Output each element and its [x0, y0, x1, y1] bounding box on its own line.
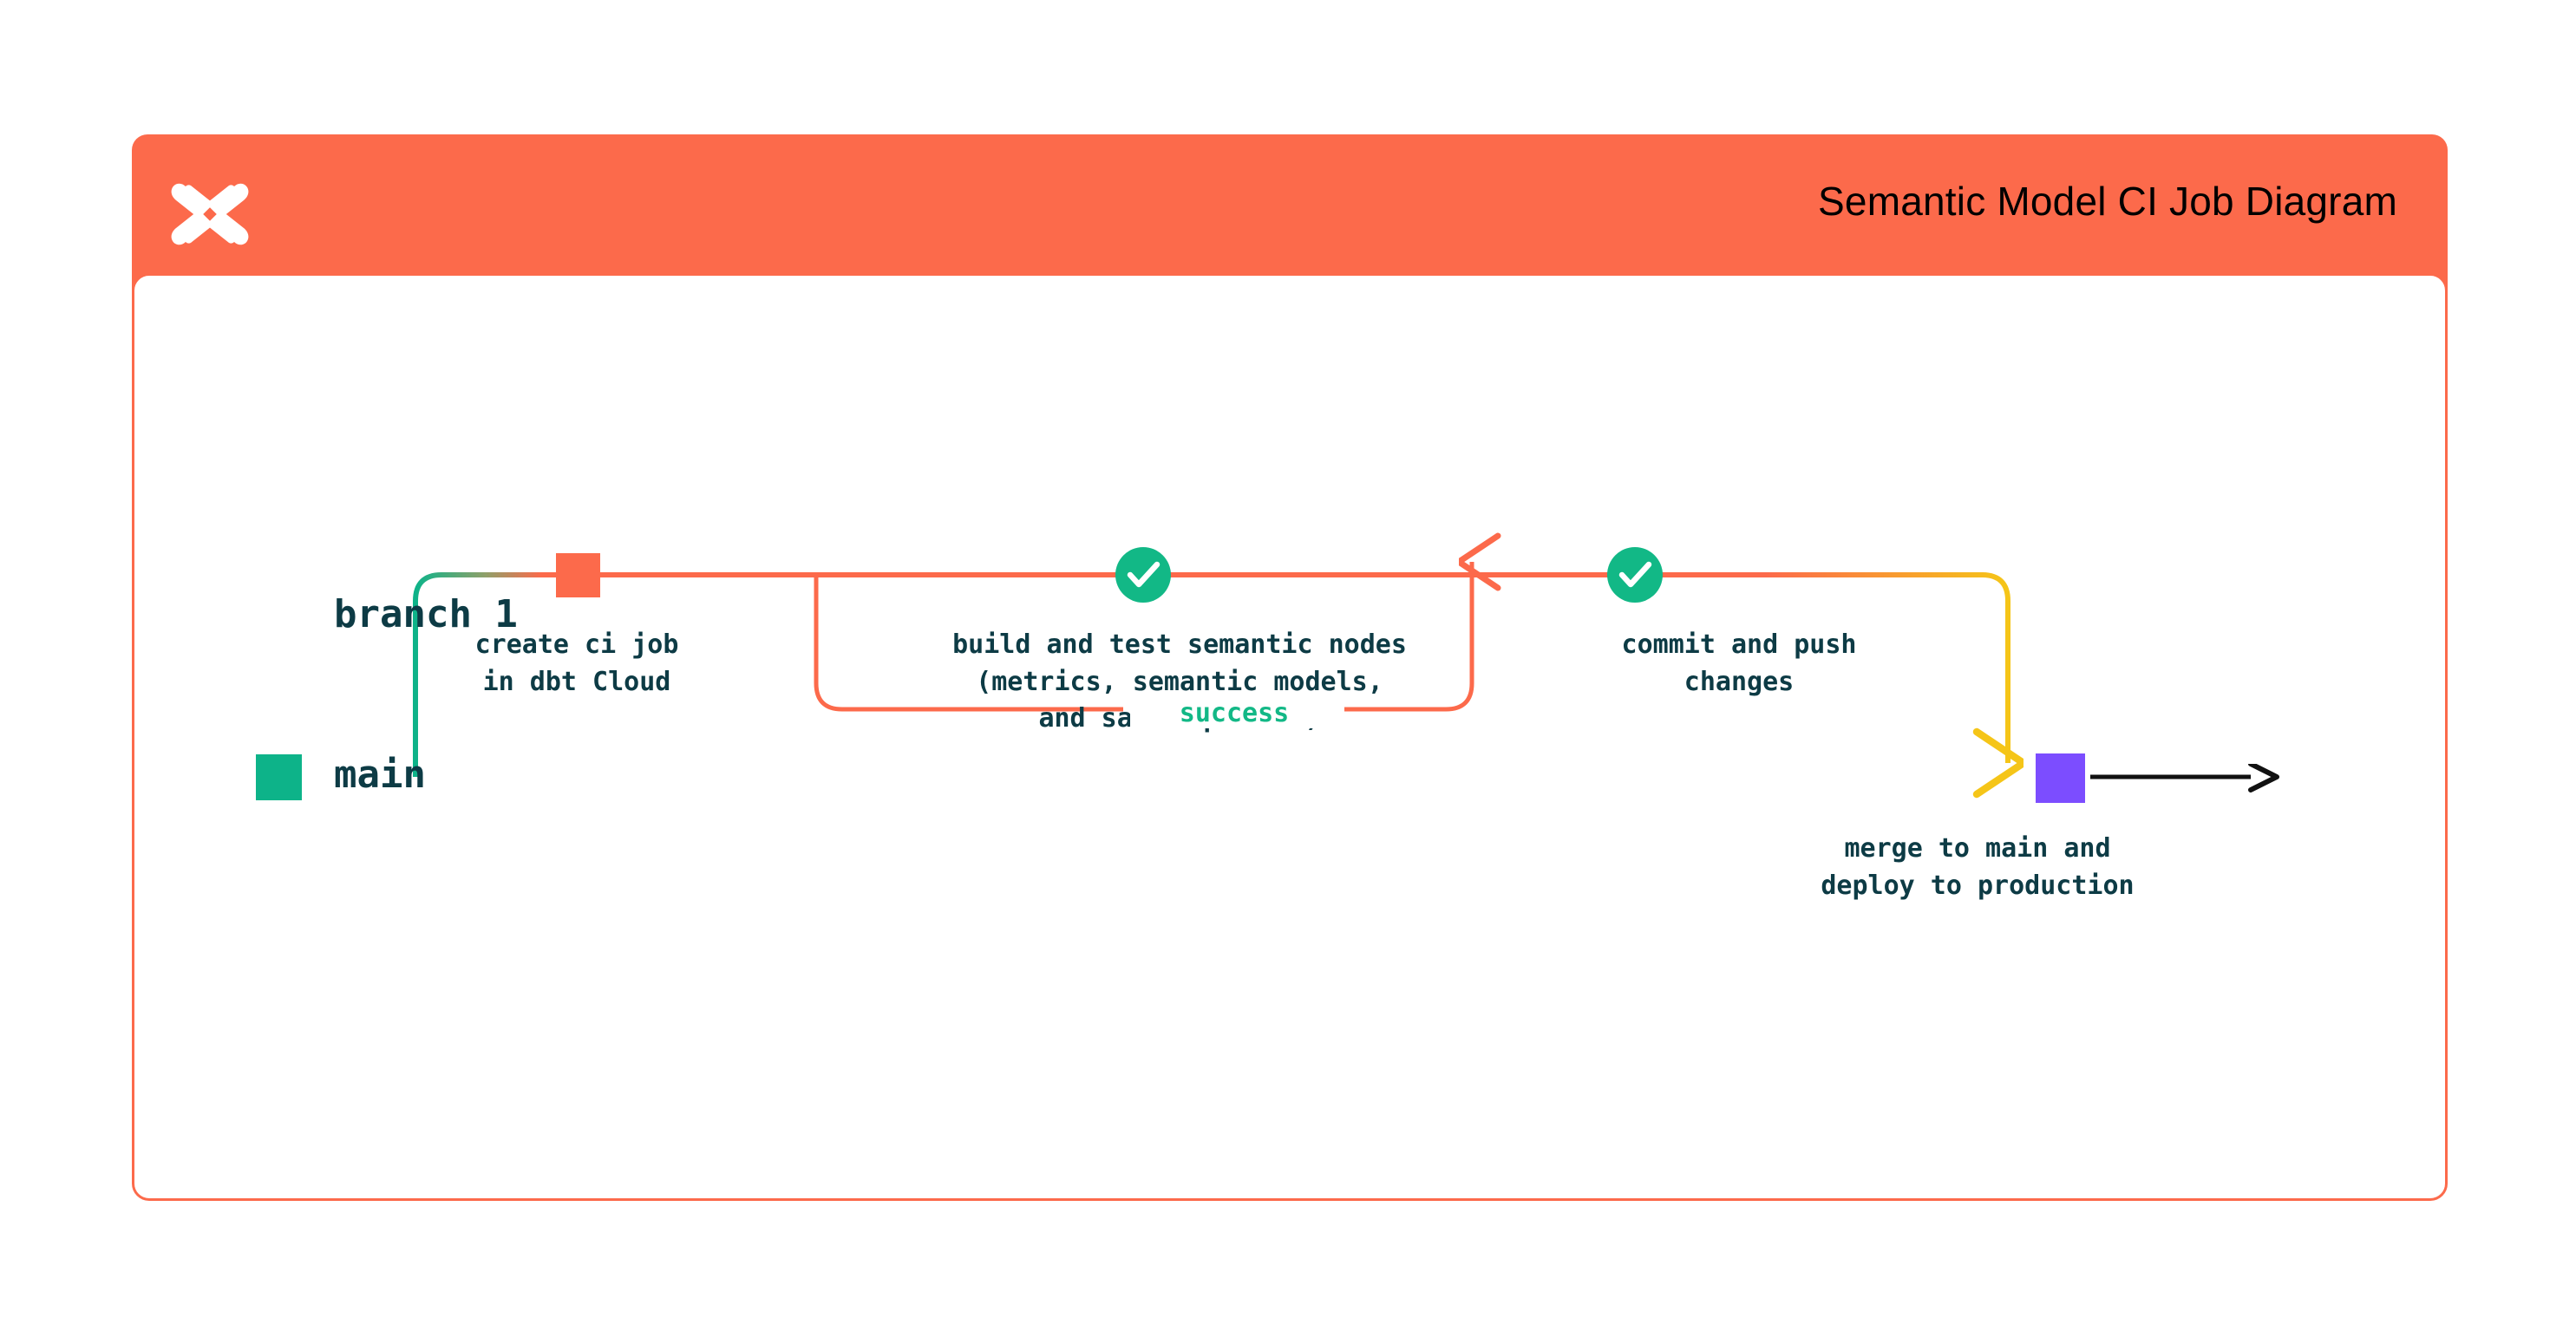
caption-create-ci-job: create ci job in dbt Cloud: [474, 629, 679, 697]
diagram-card: Semantic Model CI Job Diagram: [132, 134, 2448, 1201]
commit-marker-main-start: [256, 754, 302, 800]
caption-merge-to-main: merge to main and deploy to production: [1821, 833, 2135, 901]
branch-off-line: [413, 572, 542, 777]
lane-label-branch-1: branch 1: [334, 592, 518, 636]
success-loop-box: [814, 575, 1123, 712]
branch-1-merge-path: [1765, 572, 2010, 744]
caption-commit-and-push: commit and push changes: [1621, 629, 1857, 697]
commit-marker-create-ci-job: [556, 553, 600, 597]
success-loop-label: success: [1130, 698, 1338, 728]
card-header: Semantic Model CI Job Diagram: [132, 134, 2448, 295]
check-circle-build-and-test: [1115, 547, 1171, 603]
commit-marker-merge: [2036, 753, 2085, 803]
page-title: Semantic Model CI Job Diagram: [1818, 179, 2397, 224]
dbt-logo-icon: [167, 171, 253, 258]
lane-label-main: main: [334, 753, 426, 797]
branch-flow-diagram: branch 1 main create ci job in dbt Cloud…: [134, 276, 2450, 1203]
check-circle-commit-and-push: [1607, 547, 1663, 603]
success-loop-box-right: [1344, 597, 1474, 712]
card-body: branch 1 main create ci job in dbt Cloud…: [132, 273, 2448, 1201]
